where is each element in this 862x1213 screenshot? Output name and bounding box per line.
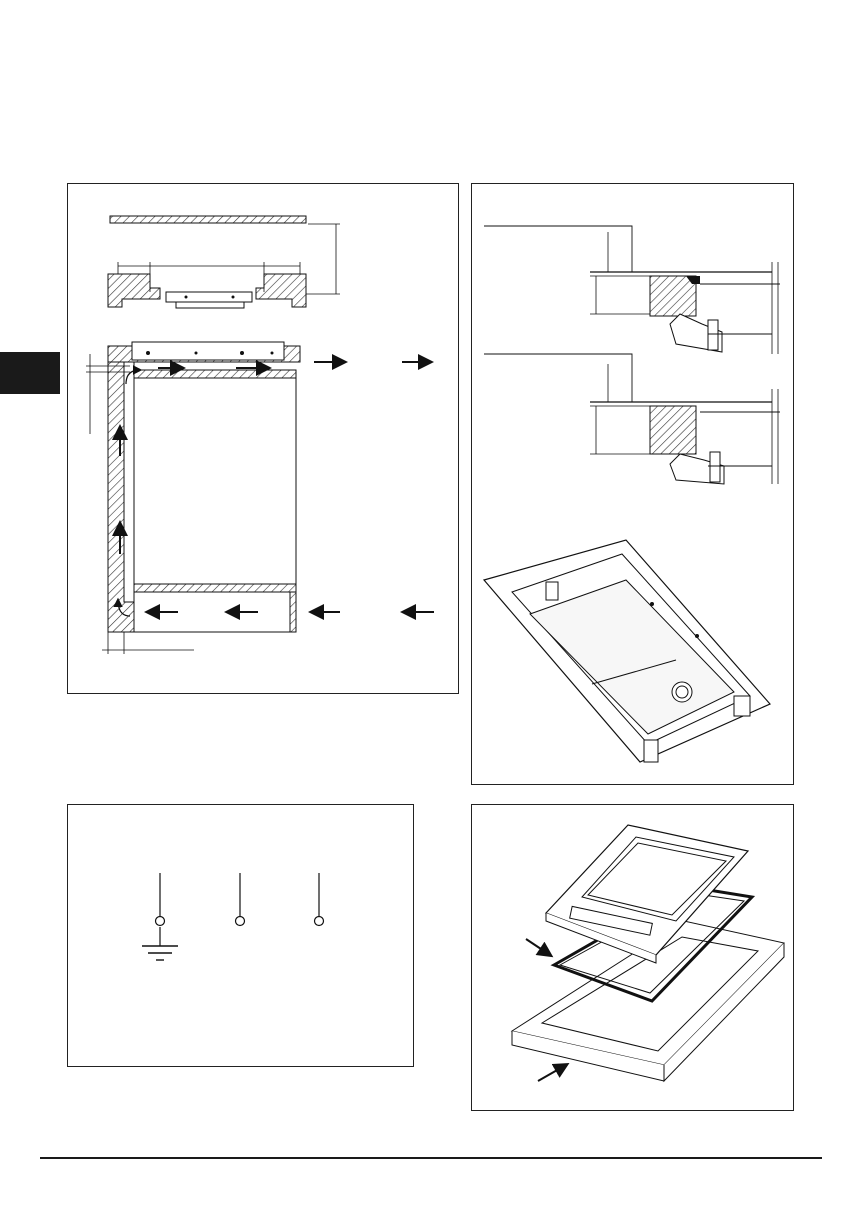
worktop-section-a: [650, 276, 696, 316]
wiring-diagram: [68, 805, 415, 1068]
terminal-earth: [156, 917, 165, 926]
ventilation-section-figure: [67, 183, 459, 694]
ground-icon: [142, 927, 178, 960]
hob-body-small: [166, 292, 252, 302]
terminal-live: [236, 917, 245, 926]
footer-rule: [40, 1157, 822, 1159]
terminal-neutral: [315, 917, 324, 926]
hob-unit: [132, 342, 284, 360]
worktop-section-b: [650, 406, 696, 454]
worktop-slab: [110, 216, 306, 223]
mounting-diagram: [472, 184, 795, 786]
cabinet-inner: [134, 378, 296, 584]
mounting-detail-figure: [471, 183, 794, 785]
seal-assembly-figure: [471, 804, 794, 1111]
earth-wiring-figure: [67, 804, 414, 1067]
seal-diagram: [472, 805, 795, 1112]
worktop-left: [108, 274, 160, 307]
ventilation-diagram: [68, 184, 460, 695]
sensor-grille: [672, 682, 692, 702]
worktop-right: [256, 274, 306, 307]
chapter-side-tab: [0, 352, 60, 394]
